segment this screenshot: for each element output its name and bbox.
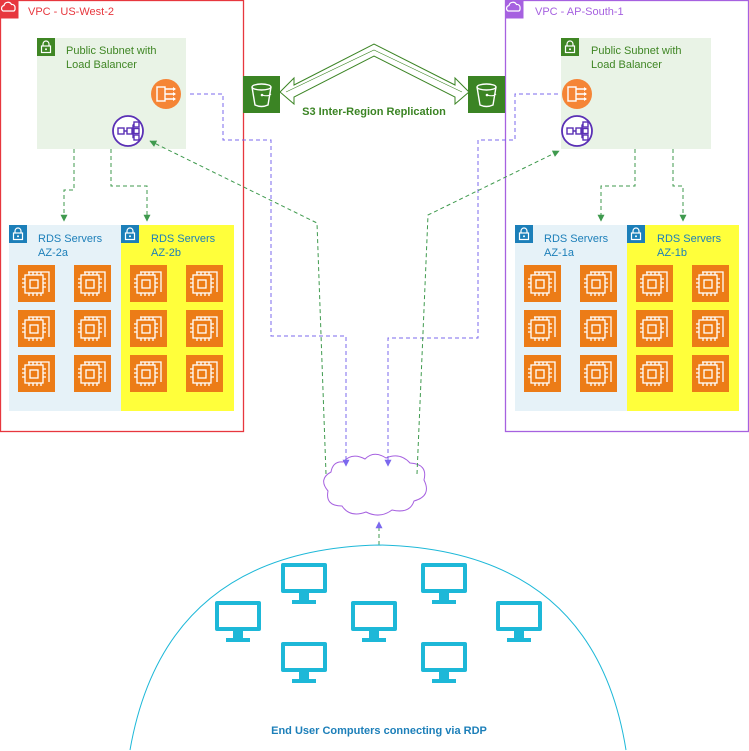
ec2-instance-icon [73,264,112,303]
subnet-label-line1: Public Subnet with [591,45,682,57]
ec2-instance-icon [185,354,224,393]
rds-az-1a: RDS Servers AZ-1a [514,224,627,411]
replication-label: S3 Inter-Region Replication [302,106,446,118]
lb-to-cloud-arrow [384,93,558,467]
az-label-line1: RDS Servers [544,233,609,245]
vpc-title: VPC - US-West-2 [28,6,114,18]
ec2-instance-icon [129,264,168,303]
lock-icon [560,37,580,57]
lock-icon [120,224,140,244]
az-label-line2: AZ-1a [544,247,575,259]
replication-arrow-inner [285,49,463,93]
lock-icon [626,224,646,244]
users-label: End User Computers connecting via RDP [271,725,487,737]
ec2-instance-icon [523,354,562,393]
az-label-line1: RDS Servers [151,233,216,245]
subnet-label-line1: Public Subnet with [66,45,157,57]
ec2-instance-icon [129,309,168,348]
ec2-instance-icon [691,264,730,303]
ec2-instance-icon [635,354,674,393]
vpc-title: VPC - AP-South-1 [535,6,624,18]
ec2-instance-icon [579,264,618,303]
public-subnet: Public Subnet with Load Balancer [560,37,711,149]
ec2-instance-icon [691,354,730,393]
subnet-label-line2: Load Balancer [591,59,662,71]
ec2-instance-icon [579,354,618,393]
ec2-instance-icon [523,264,562,303]
ec2-instance-icon [17,309,56,348]
replication-arrow [279,43,470,106]
ec2-instance-icon [73,354,112,393]
lock-icon [8,224,28,244]
ec2-instance-icon [691,309,730,348]
ec2-instance-icon [73,309,112,348]
load-balancer-icon [561,78,593,110]
ec2-instance-icon [579,309,618,348]
ec2-instance-icon [635,264,674,303]
network-lb-icon [561,115,593,147]
cloud-to-nlb-arrow [416,150,560,475]
s3-bucket-icon [242,75,281,114]
az-label-line1: RDS Servers [657,233,722,245]
az-label-line2: AZ-2a [38,247,69,259]
subnet-label-line2: Load Balancer [66,59,137,71]
ec2-instance-icon [129,354,168,393]
s3-bucket-icon [467,75,506,114]
az-label-line2: AZ-1b [657,247,687,259]
subnet-to-az-arrow [60,149,75,222]
public-subnet: Public Subnet with Load Balancer [36,37,186,149]
ec2-instance-icon [185,264,224,303]
network-lb-icon [112,115,144,147]
lock-icon [36,37,56,57]
subnet-to-az-arrow [672,149,687,222]
internet-cloud-icon [323,453,427,516]
ec2-instance-icon [523,309,562,348]
users-region [129,544,627,751]
ec2-instance-icon [635,309,674,348]
lb-to-cloud-arrow [190,93,350,467]
vpc-ap-south-1: VPC - AP-South-1 Public Subnet with Load… [504,0,749,433]
lock-icon [514,224,534,244]
ec2-instance-icon [17,354,56,393]
az-label-line1: RDS Servers [38,233,103,245]
az-label-line2: AZ-2b [151,247,181,259]
load-balancer-icon [150,78,182,110]
rds-az-2b: RDS Servers AZ-2b [120,224,234,411]
ec2-instance-icon [17,264,56,303]
rds-az-2a: RDS Servers AZ-2a [8,224,121,411]
vpc-us-west-2: VPC - US-West-2 Public Subnet with Load … [0,0,245,433]
ec2-instance-icon [185,309,224,348]
rds-az-1b: RDS Servers AZ-1b [626,224,739,411]
